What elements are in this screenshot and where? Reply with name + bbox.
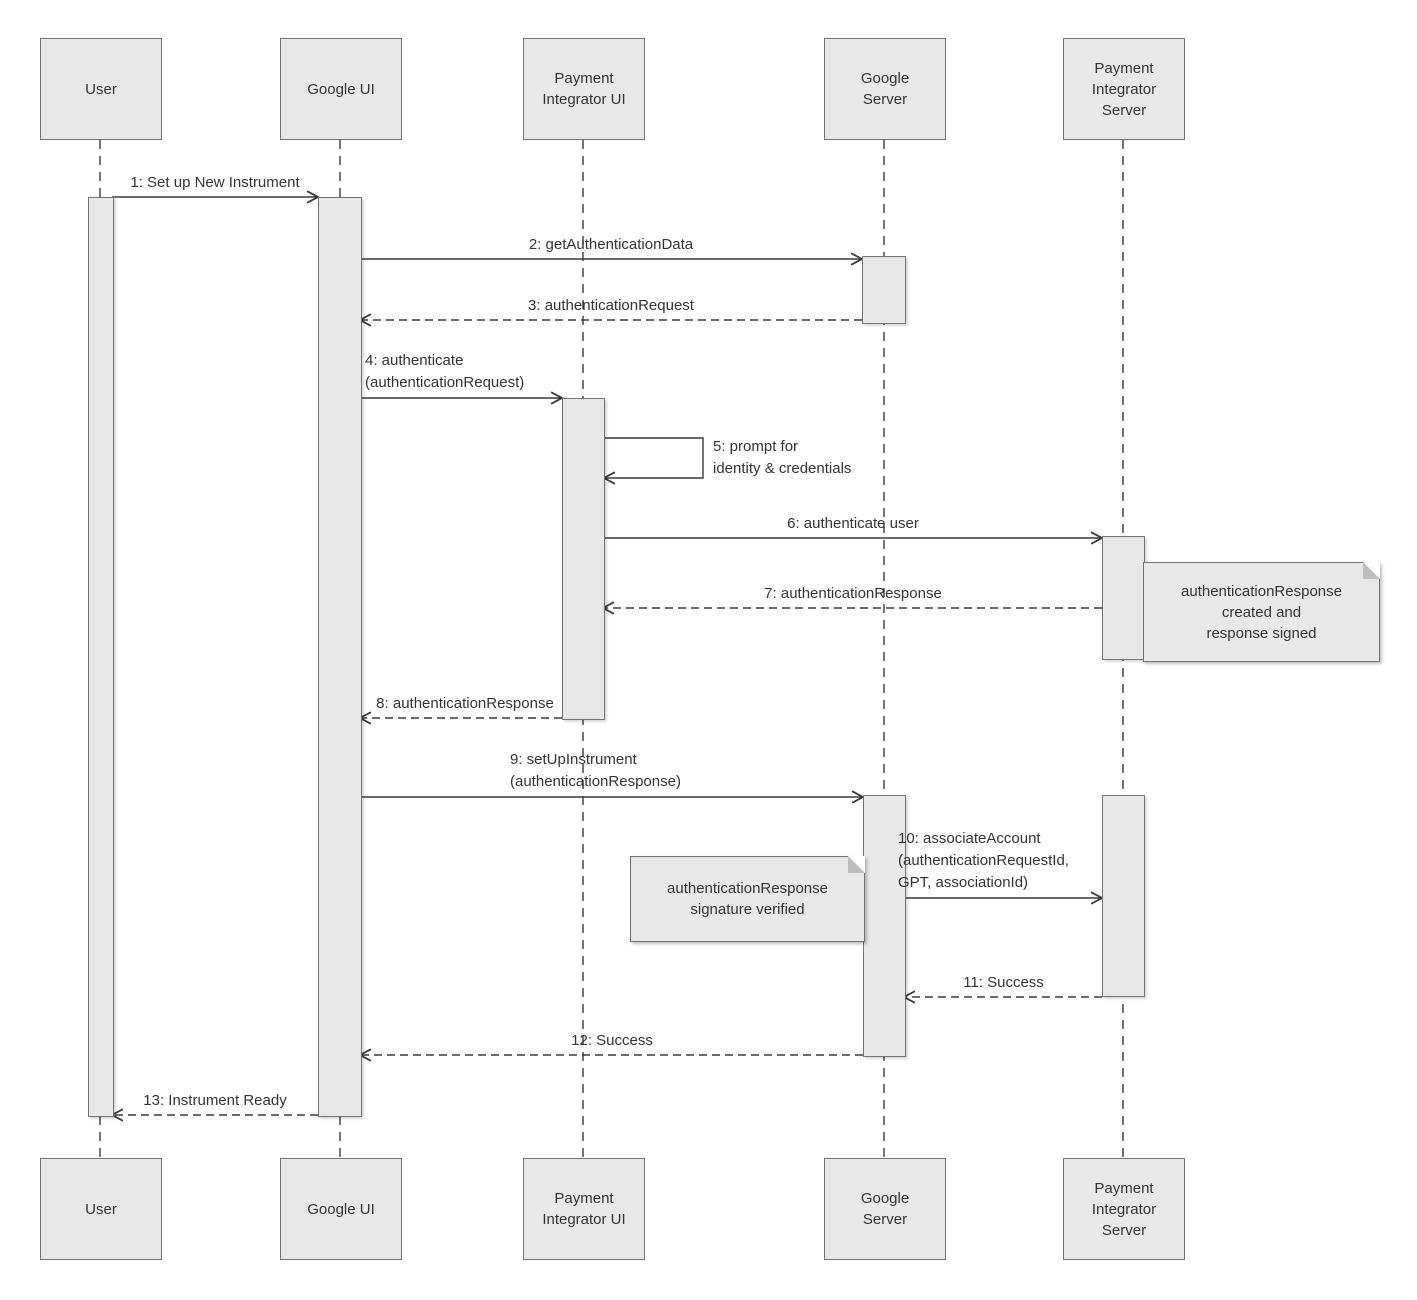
message-7-label: 7: authenticationResponse <box>764 585 942 602</box>
actor-label: Payment Integrator Server <box>1091 59 1157 119</box>
actor-payment-integrator-server-top: Payment Integrator Server <box>1063 38 1185 140</box>
actor-google-server-top: Google Server <box>824 38 946 140</box>
message-13-label: 13: Instrument Ready <box>143 1092 287 1109</box>
actor-user-top: User <box>40 38 162 140</box>
actor-google-ui-bottom: Google UI <box>280 1158 402 1260</box>
actor-payment-integrator-server-bottom: Payment Integrator Server <box>1063 1158 1185 1260</box>
actor-label: User <box>85 80 117 98</box>
actor-label: User <box>85 1200 117 1218</box>
message-10-label: 10: associateAccount (authenticationRequ… <box>898 830 1069 891</box>
message-11-label: 11: Success <box>963 974 1044 991</box>
actor-label: Google UI <box>307 80 375 98</box>
note-text: authenticationResponse created and respo… <box>1181 582 1342 642</box>
actor-user-bottom: User <box>40 1158 162 1260</box>
message-9-label: 9: setUpInstrument (authenticationRespon… <box>510 751 681 790</box>
activation-google-server-2 <box>863 795 906 1057</box>
message-2-label: 2: getAuthenticationData <box>528 236 694 253</box>
activation-payment-integrator-server-1 <box>1102 536 1145 660</box>
activation-user <box>88 197 114 1117</box>
actor-label: Google Server <box>860 70 910 108</box>
message-4-label: 4: authenticate (authenticationRequest) <box>365 352 525 391</box>
activation-google-server-1 <box>862 256 906 324</box>
actor-payment-integrator-ui-bottom: Payment Integrator UI <box>523 1158 645 1260</box>
note-text: authenticationResponse signature verifie… <box>667 880 828 918</box>
actor-payment-integrator-ui-top: Payment Integrator UI <box>523 38 645 140</box>
actor-label: Payment Integrator UI <box>542 1190 626 1228</box>
actor-label: Payment Integrator Server <box>1091 1179 1157 1239</box>
activation-payment-integrator-ui <box>562 398 605 720</box>
actor-label: Google UI <box>307 1200 375 1218</box>
message-8-label: 8: authenticationResponse <box>376 695 554 712</box>
actor-label: Payment Integrator UI <box>542 70 626 108</box>
message-3-label: 3: authenticationRequest <box>528 297 694 314</box>
message-5-label: 5: prompt for identity & credentials <box>713 438 852 477</box>
actor-label: Google Server <box>860 1190 910 1228</box>
message-6-label: 6: authenticate user <box>787 515 919 532</box>
message-1-label: 1: Set up New Instrument <box>130 174 300 191</box>
note-signature-verified: authenticationResponse signature verifie… <box>630 856 865 942</box>
message-5-self-arrow <box>602 437 704 485</box>
activation-google-ui <box>318 197 362 1117</box>
actor-google-server-bottom: Google Server <box>824 1158 946 1260</box>
activation-payment-integrator-server-2 <box>1102 795 1145 997</box>
message-12-label: 12: Success <box>571 1032 653 1049</box>
note-authentication-response-signed: authenticationResponse created and respo… <box>1143 562 1380 662</box>
actor-google-ui-top: Google UI <box>280 38 402 140</box>
